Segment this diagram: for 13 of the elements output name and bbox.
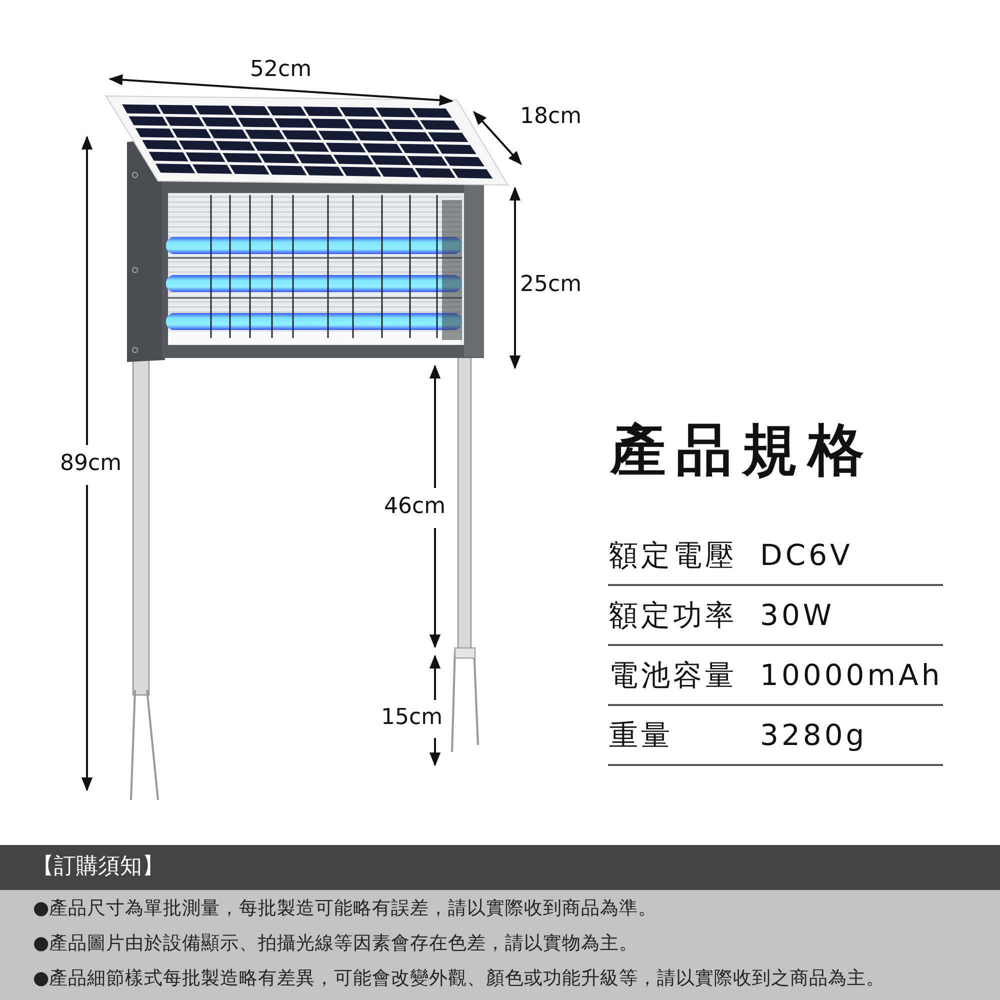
notice-text: ●產品尺寸為單批測量，每批製造可能略有誤差，請以實際收到商品為準。	[33, 899, 658, 920]
spec-name: 額定功率	[609, 600, 737, 632]
spec-name: 重量	[609, 720, 673, 752]
spec-value: 10000mAh	[760, 660, 943, 692]
spec-value: 3280g	[760, 720, 868, 752]
notice-text: ●產品細節樣式每批製造略有差異，可能會改變外觀、顏色或功能升級等，請以實際收到之商品為主。	[33, 969, 886, 990]
spec-heading: 產品規格	[610, 420, 874, 482]
notice-text: ●產品圖片由於設備顯示、拍攝光線等因素會存在色差，請以實物為主。	[33, 934, 638, 954]
spec-value: 30W	[760, 600, 835, 632]
spec-name: 額定電壓	[609, 540, 737, 572]
spec-name: 電池容量	[609, 660, 737, 692]
spec-value: DC6V	[760, 540, 853, 572]
notice-heading: 【訂購須知】	[32, 855, 164, 880]
